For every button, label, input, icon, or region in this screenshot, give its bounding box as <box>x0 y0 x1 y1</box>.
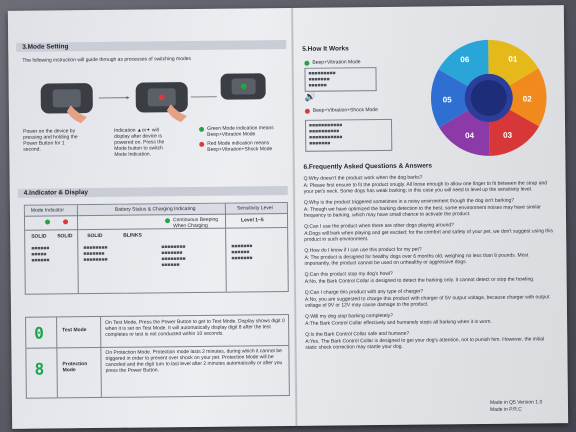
wheel-label-01: 01 <box>508 55 518 64</box>
device-1 <box>40 83 93 124</box>
wheel-label-04: 04 <box>465 131 475 140</box>
header-sensitivity: Sensitivity Level <box>236 205 273 212</box>
test-mode-digit: 0 <box>34 323 44 343</box>
faq-a5: A:No, the Bark Control Collar is designe… <box>304 276 535 285</box>
red-mode-text: Red Mode indication means Beep+Vibration… <box>207 140 273 153</box>
faq-list: Q:Why doesn't the product work when the … <box>304 173 556 356</box>
header-mode-indicator: Mode Indicator <box>30 207 65 214</box>
version-text: Made in Q5 Version 1.0 <box>489 399 543 406</box>
level-wheel: 01 02 03 04 05 06 <box>430 39 547 156</box>
protection-label: Protection Mode <box>62 361 88 374</box>
faq-a4: A: The product is designed for healthy d… <box>304 252 529 267</box>
mode-table: 0 8 Test Mode Protection Mode On Test Mo… <box>25 313 290 399</box>
solid-label-1: SOLID <box>31 233 47 240</box>
mode-setting-title: 3.Mode Setting <box>22 43 69 51</box>
speaker-icon: 🔊 <box>304 91 317 102</box>
device-2 <box>135 82 188 123</box>
test-mode-text: On Test Mode, Press the Power Button to … <box>105 318 285 338</box>
faq-title: 6.Frequently Asked Questions & Answers <box>303 162 432 171</box>
blinks-label: BLINKS <box>123 232 142 239</box>
how-it-works-title: 5.How It Works <box>302 45 349 53</box>
wheel-label-03: 03 <box>503 131 513 140</box>
test-mode-label: Test Mode <box>62 327 87 334</box>
faq-a1: A: Please first ensure to fit the produc… <box>303 180 548 195</box>
device-3 <box>220 73 266 100</box>
made-in-text: Made in P.R.C <box>489 406 522 413</box>
beep-vib-shock-label: Beep+Vibration+Shock Mode <box>312 107 378 114</box>
shock-note-box: ■■■■■■■■■■■■■■■■■■■■■■■■■■■■■■■■■■■■■■■ <box>304 118 393 152</box>
solid-label-3: SOLID <box>87 232 103 240</box>
red-indicator-icon <box>63 219 69 225</box>
red-mode-icon <box>199 141 205 147</box>
collar-device-illustration <box>40 73 266 124</box>
wheel-label-06: 06 <box>460 55 470 64</box>
beep-vib-icon <box>304 60 310 66</box>
solid-label-2: SOLID <box>57 233 73 240</box>
protection-text: On Protection Mode. Protection mode last… <box>105 348 283 374</box>
sensitivity-level: Level 1~5 <box>241 217 264 224</box>
green-indicator-icon <box>45 219 51 225</box>
continuous-beeping: Continuous Beeping When Charging <box>172 216 219 230</box>
faq-a2: A: Though we have optimized the barking … <box>303 204 541 219</box>
faq-a6: A:No, you are suggested to charge this p… <box>304 294 550 309</box>
page-fold <box>290 7 299 426</box>
manual-sheet: 3.Mode Setting The following instruction… <box>7 5 569 429</box>
indicator-title: 4.Indicator & Display <box>23 189 89 197</box>
wheel-label-02: 02 <box>523 94 533 103</box>
power-instruction: Power on the device by pressing and hold… <box>23 128 78 153</box>
wheel-label-05: 05 <box>443 95 453 104</box>
indicator-table: Mode Indicator Battery Status & Charging… <box>23 202 289 295</box>
faq-a7: A:The Bark Control Collar effectively an… <box>305 318 492 327</box>
faq-a3: A:Dogs will bark when playing and get ex… <box>304 228 554 243</box>
indicator-instruction: Indication ▲or✦ will display after devic… <box>114 127 165 158</box>
header-battery: Battery Status & Charging Indicating <box>114 205 196 213</box>
protection-digit: 8 <box>34 359 45 379</box>
faq-a8: A:Yes. The Bark Control Collar is design… <box>305 336 545 351</box>
green-mode-icon <box>199 126 205 132</box>
beep-vib-label: Beep+Vibration Mode <box>312 59 361 66</box>
shock-mode-icon <box>304 108 310 114</box>
green-mode-text: Green Mode indication means Beep+Vibrati… <box>207 125 274 138</box>
beep-vib-box: ■■■■■■■■■■■■■■■■■■■■■■ <box>304 67 377 92</box>
charging-icon <box>165 218 171 224</box>
